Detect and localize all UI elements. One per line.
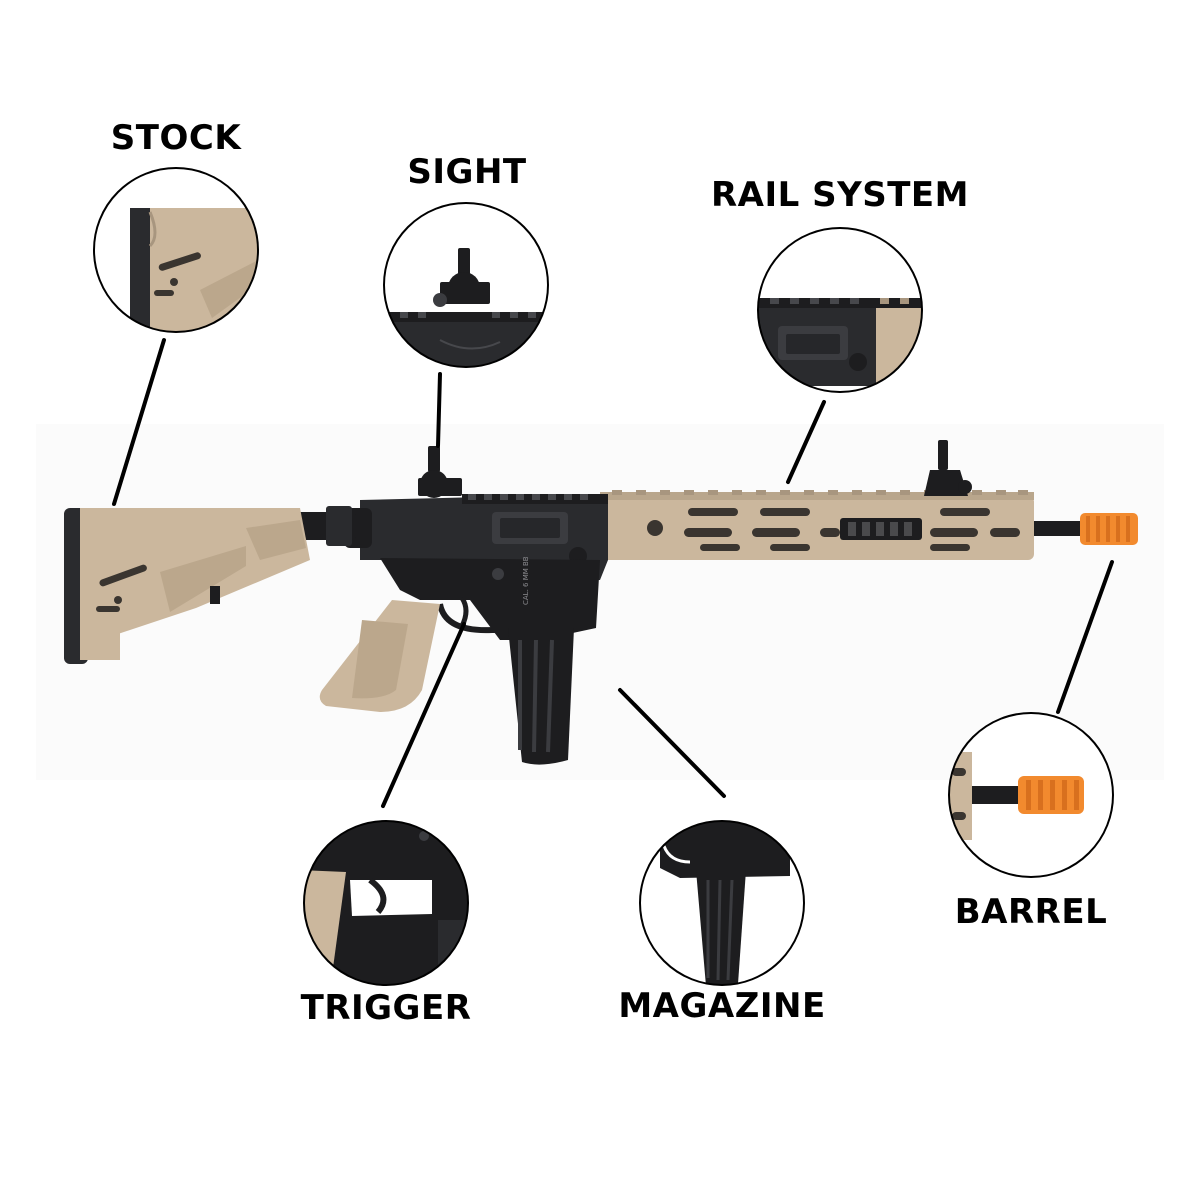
sight-detail-circle <box>383 202 549 368</box>
rifle: CAL. 6 MM BB <box>64 440 1138 765</box>
sight-label: SIGHT <box>407 152 527 192</box>
trigger-detail-circle <box>303 820 469 986</box>
lower-receiver: CAL. 6 MM BB <box>380 556 600 640</box>
sight-leader <box>436 372 442 448</box>
magazine-label: MAGAZINE <box>618 986 826 1026</box>
front-sight <box>924 440 972 496</box>
stock-label: STOCK <box>110 118 242 158</box>
barrel-tube <box>1030 521 1090 536</box>
barrel-leader <box>1056 560 1114 714</box>
flash-hider <box>1080 513 1138 545</box>
magazine-leader <box>618 688 726 798</box>
leader-lines <box>112 338 1114 808</box>
stock-leader <box>112 338 166 506</box>
magazine <box>508 628 574 765</box>
trigger-label: TRIGGER <box>300 988 472 1028</box>
trigger-leader <box>381 622 466 808</box>
rail-leader <box>786 400 826 484</box>
rear-sight <box>418 446 462 498</box>
rail-detail-circle <box>757 227 923 393</box>
stock <box>64 508 310 664</box>
receiver-marking: CAL. 6 MM BB <box>522 556 530 605</box>
stock-detail-circle <box>93 167 259 333</box>
rail-system-label: RAIL SYSTEM <box>711 175 969 215</box>
handguard <box>600 490 1034 560</box>
barrel-detail-circle <box>948 712 1114 878</box>
photo-backdrop <box>36 424 1164 780</box>
barrel-label: BARREL <box>954 892 1108 932</box>
magazine-detail-circle <box>639 820 805 986</box>
